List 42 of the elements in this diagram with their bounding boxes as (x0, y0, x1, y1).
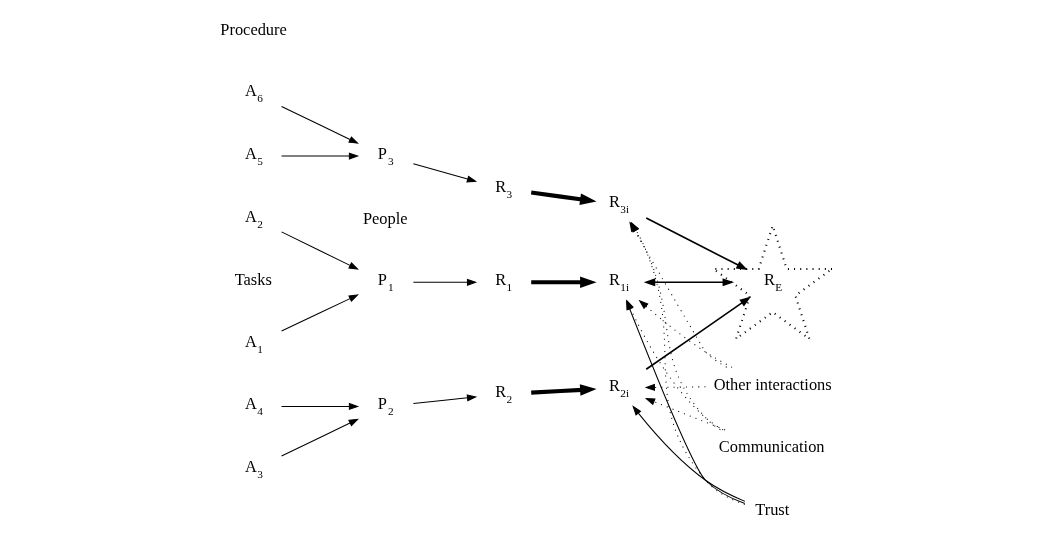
node-text: P$_{3}$ (377, 143, 394, 167)
arrow (631, 405, 745, 502)
node-text: P$_{1}$ (377, 270, 394, 294)
arrow (530, 276, 597, 289)
arrow (530, 384, 597, 396)
arrow (280, 152, 359, 160)
label: Tasks (234, 270, 272, 290)
arrow (638, 299, 733, 368)
node-text: Other interactions (713, 374, 832, 394)
arrow (644, 383, 706, 392)
arrow (644, 398, 726, 431)
arrow (643, 278, 734, 287)
arrow (280, 106, 359, 144)
arrow (412, 278, 477, 286)
node-text: R$_{2i}$ (608, 375, 629, 399)
node-text: A$_{5}$ (244, 143, 263, 167)
node-text: R$_{3i}$ (608, 192, 629, 216)
arrow (280, 294, 359, 332)
arrow (625, 299, 724, 431)
arrow (280, 418, 359, 457)
arrow (280, 231, 359, 270)
node-text: Trust (754, 499, 789, 519)
node-text: A$_{1}$ (244, 331, 263, 355)
node-text: R$_{1}$ (494, 270, 512, 294)
arrow (530, 190, 596, 205)
arrow (644, 217, 748, 271)
node-text: A$_{6}$ (244, 81, 263, 105)
label: People (362, 208, 408, 228)
node-text: A$_{2}$ (244, 206, 263, 230)
label: Procedure (219, 19, 287, 39)
node-text: Communication (718, 437, 825, 457)
arrow (644, 296, 751, 371)
node-text: A$_{4}$ (244, 394, 263, 418)
node-text: A$_{3}$ (244, 456, 263, 480)
arrow (280, 402, 359, 410)
node-text: R$_{2}$ (494, 381, 512, 405)
arrow (412, 394, 477, 405)
arrow (412, 163, 477, 183)
node-text: R$_{1i}$ (608, 270, 629, 294)
node-text: P$_{2}$ (377, 394, 394, 418)
node-text: R$_{3}$ (494, 176, 512, 200)
arrow (625, 299, 745, 505)
